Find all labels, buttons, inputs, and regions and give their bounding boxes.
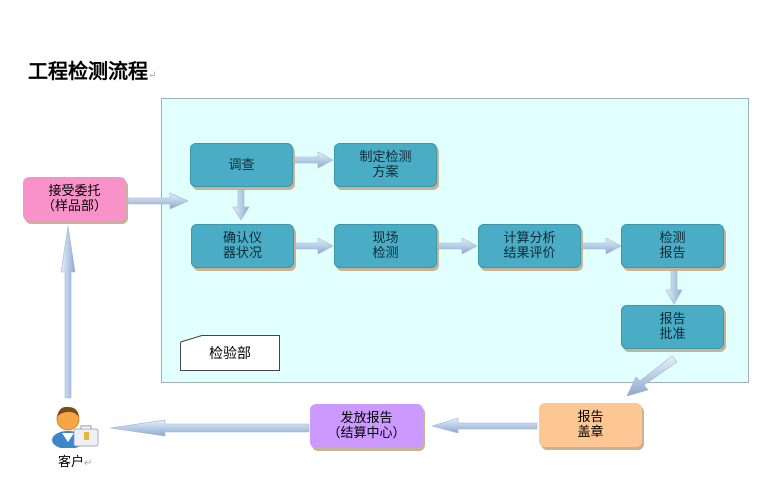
node-onsite-testing[interactable]: 现场检测	[334, 224, 437, 268]
node-report-approval[interactable]: 报告批准	[621, 305, 724, 349]
node-line: 报告	[659, 312, 686, 327]
node-line: 现场	[372, 231, 399, 246]
node-accept-entrustment[interactable]: 接受委托（样品部）	[23, 177, 126, 221]
node-line: 器状况	[222, 246, 262, 261]
node-test-report[interactable]: 检测报告	[621, 224, 724, 268]
arrow-survey-to-confirm	[232, 189, 250, 221]
arrow-stamp-to-issue	[430, 417, 538, 434]
arrow-report-to-approve	[665, 269, 683, 305]
node-line: 结果评价	[503, 246, 556, 261]
node-make-plan[interactable]: 制定检测方案	[334, 143, 437, 187]
node-confirm-instruments[interactable]: 确认仪器状况	[191, 224, 294, 268]
region-label: 检验部	[180, 335, 280, 371]
node-line: 报告	[659, 246, 686, 261]
page-title: 工程检测流程↵	[28, 59, 157, 83]
node-line: 计算分析	[503, 231, 556, 246]
arrow-approve-to-stamp	[626, 355, 678, 397]
node-line: （结算中心）	[327, 426, 406, 441]
node-line: 盖章	[577, 425, 604, 440]
node-line: 检测	[659, 231, 686, 246]
node-line: 检测	[372, 246, 399, 261]
arrow-confirm-to-onsite	[293, 237, 334, 255]
customer-person-briefcase-icon	[52, 406, 99, 448]
node-line: 方案	[372, 165, 399, 180]
node-analysis-evaluation[interactable]: 计算分析结果评价	[478, 224, 581, 268]
arrow-entrust-to-region	[127, 192, 189, 210]
node-line: 批准	[659, 327, 686, 342]
arrow-customer-to-entrust	[60, 225, 76, 399]
arrow-onsite-to-analysis	[436, 237, 478, 255]
node-report-stamp[interactable]: 报告盖章	[539, 403, 642, 447]
customer-label: 客户↵	[58, 455, 93, 470]
node-survey[interactable]: 调查	[190, 143, 293, 187]
arrow-issue-to-customer	[109, 419, 310, 437]
node-line: （样品部）	[41, 199, 107, 214]
node-issue-report[interactable]: 发放报告（结算中心）	[310, 404, 423, 448]
node-line: 确认仪	[222, 231, 262, 246]
arrow-analysis-to-report	[580, 237, 622, 255]
node-line: 制定检测	[359, 150, 412, 165]
node-line: 发放报告	[340, 411, 393, 426]
node-line: 调查	[228, 157, 255, 173]
node-line: 报告	[577, 410, 604, 425]
node-line: 接受委托	[48, 184, 101, 199]
arrow-survey-to-plan	[293, 151, 334, 169]
